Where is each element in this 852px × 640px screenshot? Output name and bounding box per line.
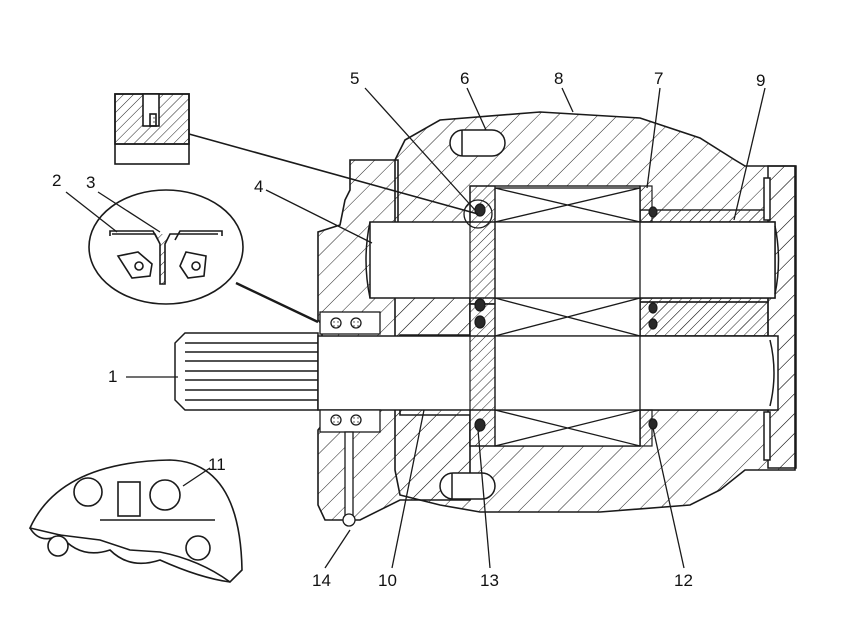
rear-cover [763, 165, 797, 469]
seals [474, 203, 658, 432]
seal-detail-view [88, 189, 319, 324]
flange-end-view [28, 459, 243, 584]
callout-3: 3 [86, 173, 96, 192]
callout-11: 11 [208, 455, 226, 474]
callout-4: 4 [254, 177, 264, 196]
upper-gear [494, 187, 641, 337]
callout-9: 9 [756, 71, 766, 90]
leader-lines [65, 87, 766, 569]
callout-12: 12 [674, 571, 693, 590]
callout-8: 8 [554, 69, 564, 88]
shaft-seal [319, 311, 381, 527]
callout-2: 2 [52, 171, 62, 190]
callout-7: 7 [654, 69, 664, 88]
callout-13: 13 [480, 571, 499, 590]
callout-5: 5 [350, 69, 360, 88]
groove-detail-view [114, 93, 493, 229]
callout-1: 1 [108, 367, 118, 386]
callout-10: 10 [378, 571, 397, 590]
callout-14: 14 [312, 571, 331, 590]
lower-gear [494, 335, 641, 447]
dowel-pins [439, 129, 506, 500]
callout-6: 6 [460, 69, 470, 88]
